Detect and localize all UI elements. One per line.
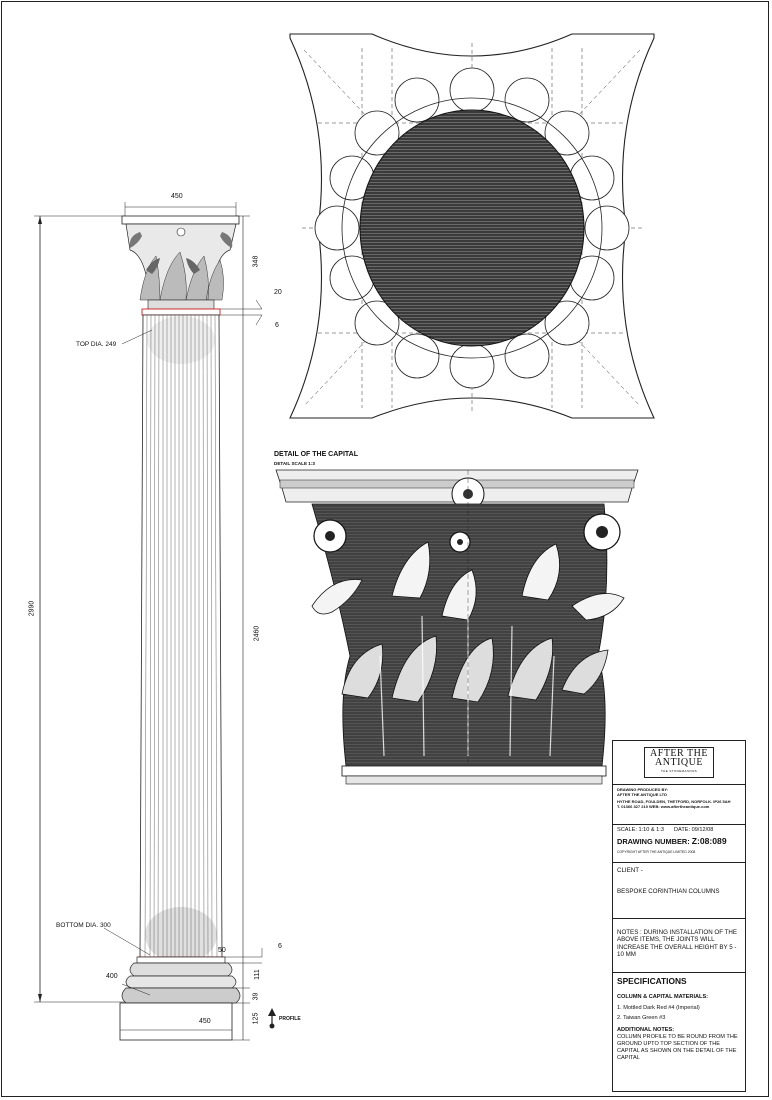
logo-line-2: ANTIQUE <box>655 757 703 768</box>
top-diameter-label: TOP DIA. 249 <box>76 341 117 348</box>
plinth-width-label: 450 <box>199 1018 211 1025</box>
capital-detail-drawing <box>275 469 639 785</box>
detail-title: DETAIL OF THE CAPITAL <box>274 451 358 458</box>
client-section: CLIENT - BESPOKE CORINTHIAN COLUMNS <box>613 863 745 919</box>
capital-height-label: 348 <box>252 255 260 268</box>
drawing-info: SCALE: 1:10 & 1:3 DATE: 09/12/08 DRAWING… <box>613 825 745 863</box>
overall-height-label: 2990 <box>28 600 36 617</box>
shaft-height-label: 2460 <box>253 625 261 642</box>
notes-section: NOTES : DURING INSTALLATION OF THE ABOVE… <box>613 919 745 973</box>
material-1: 1. Mottled Dark Red #4 (Imperial) <box>617 1005 700 1011</box>
additional-notes-heading: ADDITIONAL NOTES: <box>617 1027 675 1033</box>
client-label: CLIENT - <box>617 867 643 874</box>
plinth-height-label: 125 <box>252 1012 260 1025</box>
detail-scale: DETAIL SCALE 1:3 <box>274 461 315 466</box>
base-width-label: 400 <box>106 973 118 980</box>
materials-heading: COLUMN & CAPITAL MATERIALS: <box>617 994 709 1000</box>
additional-notes-text: COLUMN PROFILE TO BE ROUND FROM THE GROU… <box>617 1034 738 1061</box>
company-address: HYTHE ROAD, FOULDEN, THETFORD, NORFOLK. … <box>617 799 731 804</box>
material-2: 2. Taiwan Green #3 <box>617 1015 666 1021</box>
project-title: BESPOKE CORINTHIAN COLUMNS <box>617 888 720 896</box>
column-base <box>119 956 241 1041</box>
specifications-section: SPECIFICATIONS COLUMN & CAPITAL MATERIAL… <box>613 973 745 1065</box>
company-details: DRAWING PRODUCED BY: AFTER THE ANTIQUE L… <box>613 785 745 825</box>
capital-plan-view <box>289 33 655 419</box>
column-shaft <box>138 314 224 963</box>
bottom-diameter-label: BOTTOM DIA. 300 <box>56 922 111 929</box>
base-fillet-label: 50 <box>218 947 226 954</box>
astragal-label: 20 <box>274 289 282 296</box>
profile-label: PROFILE <box>279 1016 301 1022</box>
column-capital <box>121 215 240 316</box>
company-name: AFTER THE ANTIQUE LTD <box>617 792 667 797</box>
plinth-step-label: 39 <box>252 992 260 1001</box>
drawing-number-label: DRAWING NUMBER: <box>617 837 690 846</box>
produced-by-label: DRAWING PRODUCED BY: <box>617 787 669 792</box>
logo-tagline: THE STONEMASONS <box>660 769 698 773</box>
drawing-number: Z:08:089 <box>691 836 727 846</box>
copyright-text: COPYRIGHT AFTER THE ANTIQUE LIMITED 2008 <box>617 850 696 854</box>
specifications-heading: SPECIFICATIONS <box>617 976 687 986</box>
top-fillet-label: 6 <box>275 322 279 329</box>
installation-notes: NOTES : DURING INSTALLATION OF THE ABOVE… <box>617 929 737 959</box>
logo-line-1: AFTER THE <box>650 748 708 759</box>
date-text: DATE: 09/12/08 <box>673 827 714 833</box>
capital-width-label: 450 <box>171 193 183 200</box>
scale-text: SCALE: 1:10 & 1:3 <box>617 827 664 833</box>
company-contact: T. 01366 327 210 WEB: www.aftertheantiqu… <box>617 804 710 809</box>
bottom-fillet-label: 6 <box>278 943 282 950</box>
base-height-label: 111 <box>253 969 261 980</box>
title-block: AFTER THE ANTIQUE THE STONEMASONS DRAWIN… <box>612 740 746 1092</box>
company-logo: AFTER THE ANTIQUE THE STONEMASONS <box>613 741 745 785</box>
